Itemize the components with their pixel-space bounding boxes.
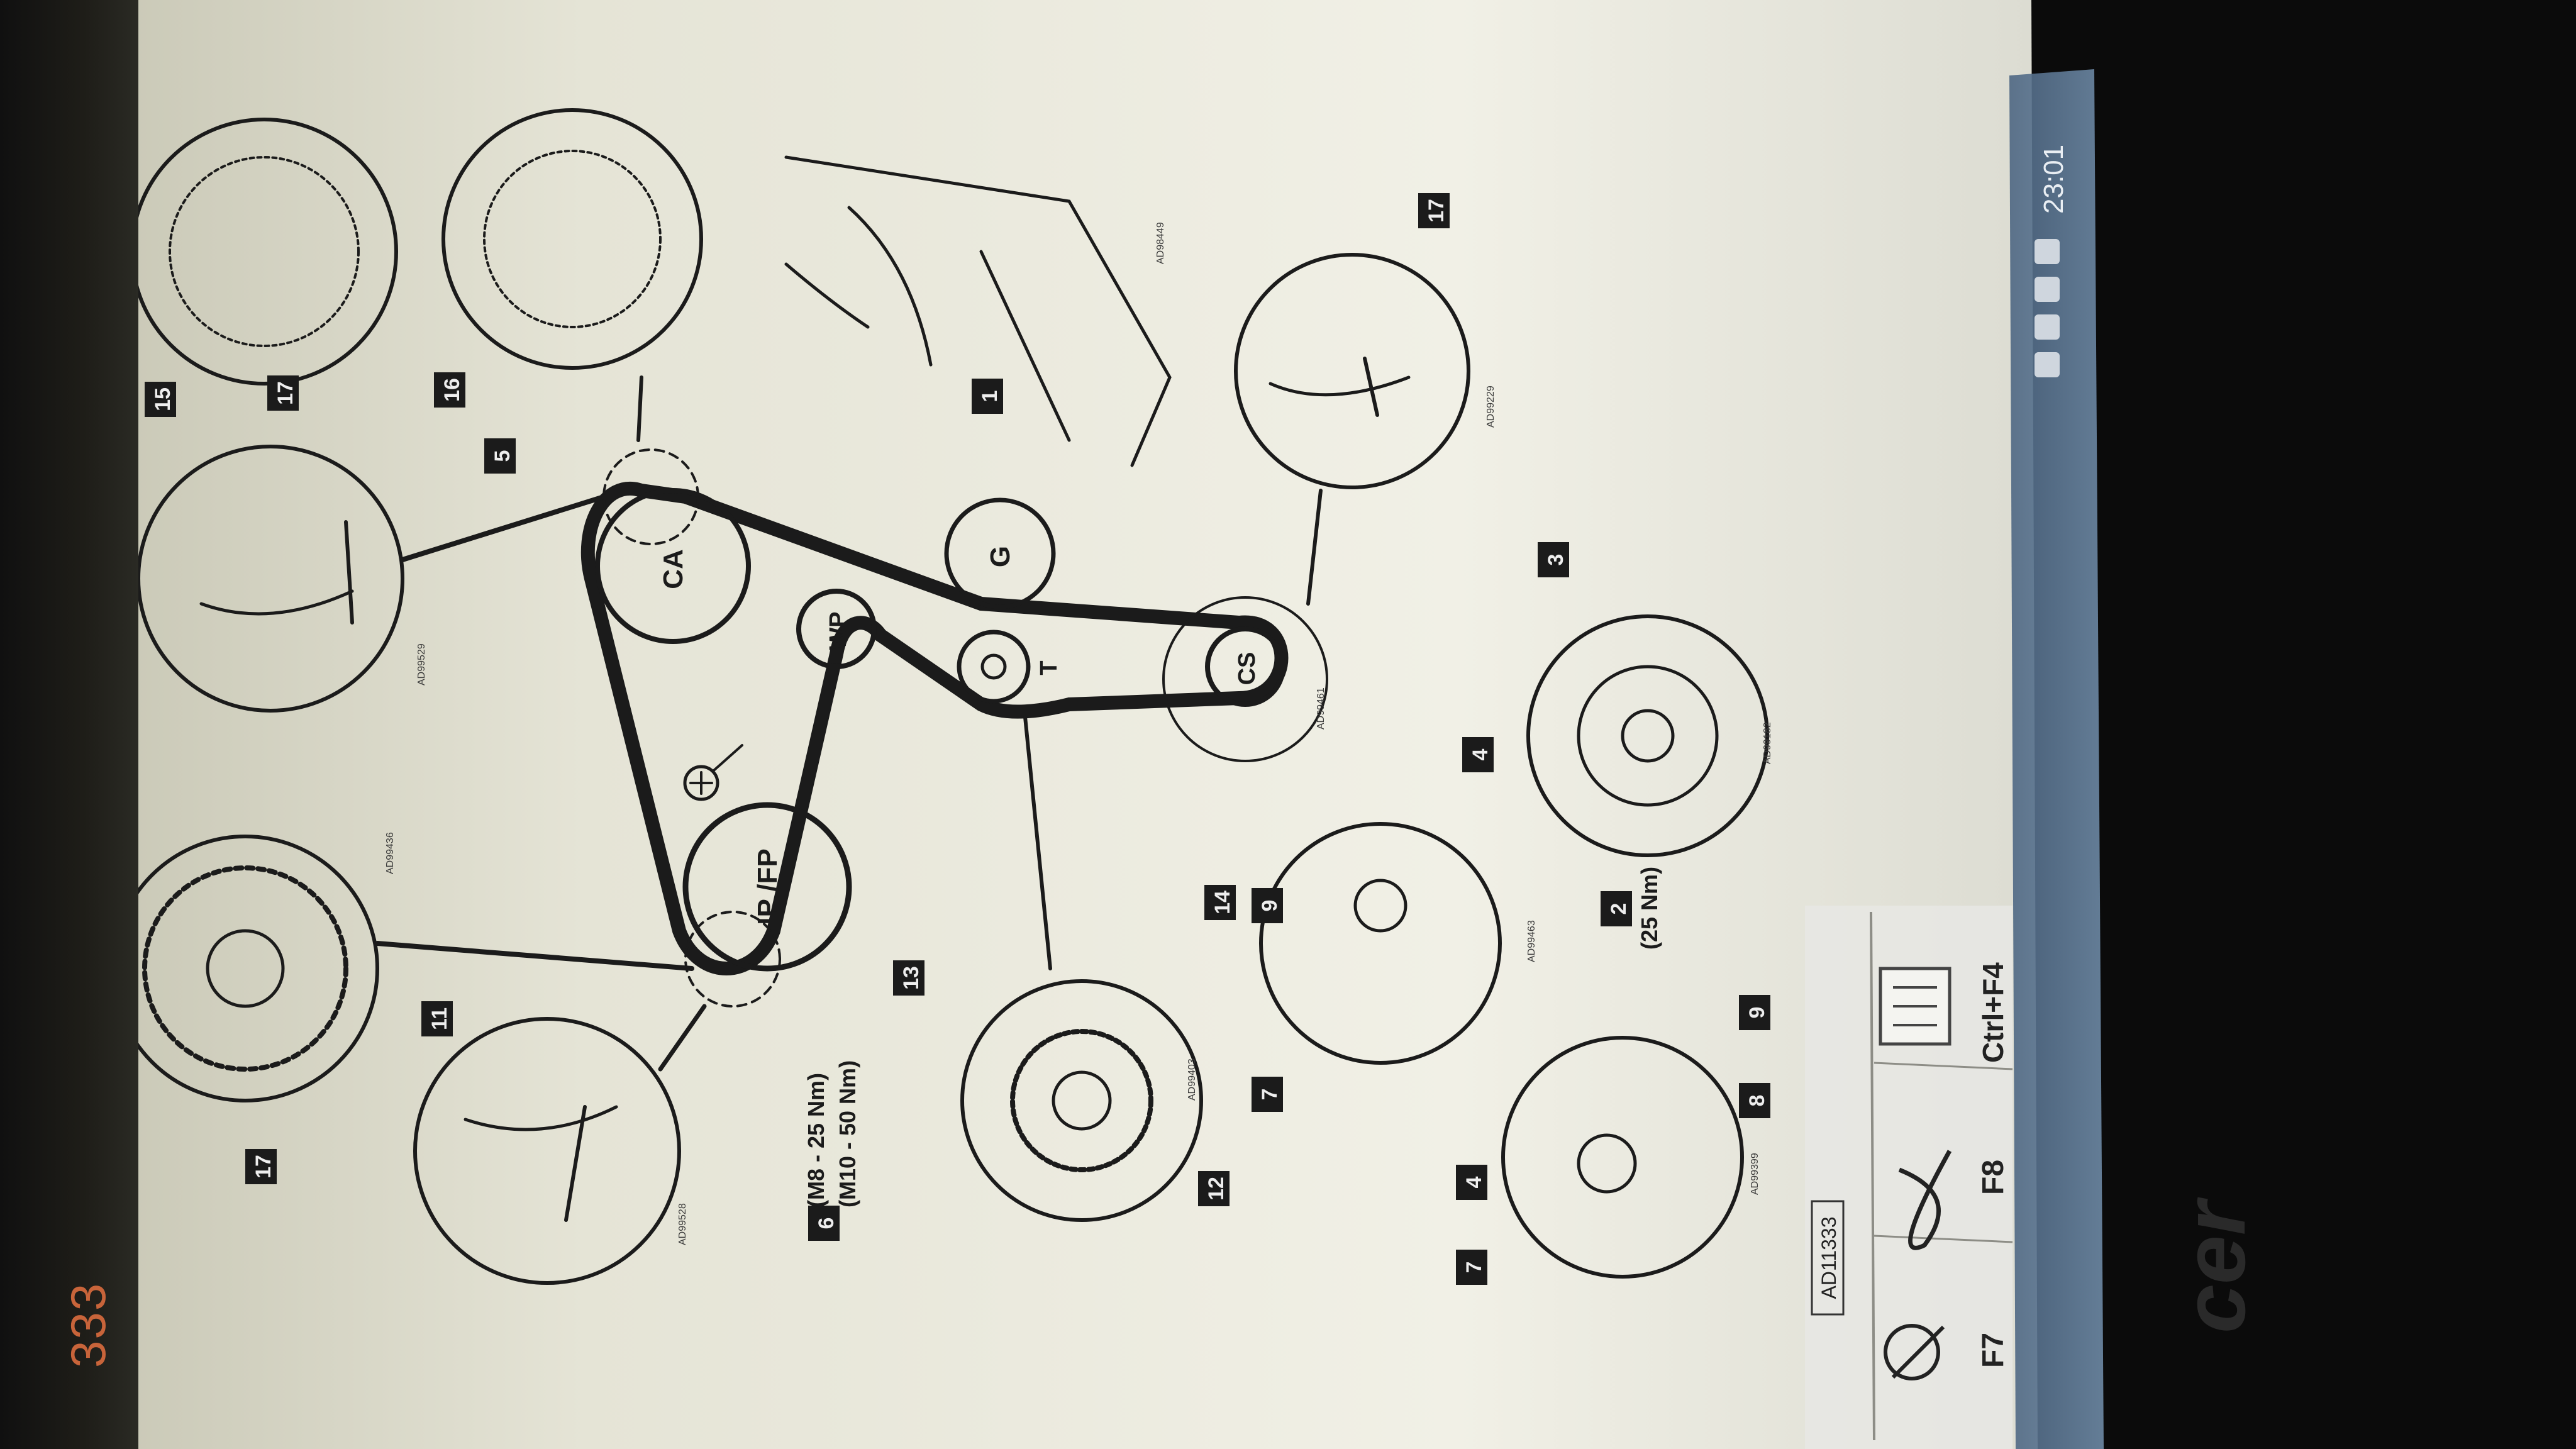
svg-text:1: 1: [978, 391, 1002, 402]
callout-box: 17: [267, 375, 299, 411]
svg-text:4: 4: [1468, 748, 1492, 760]
callout-box: 3: [1538, 542, 1569, 577]
svg-text:11: 11: [428, 1008, 452, 1030]
svg-text:7: 7: [1462, 1262, 1486, 1274]
svg-text:14: 14: [1211, 891, 1235, 914]
svg-text:AD99229: AD99229: [1485, 386, 1496, 428]
svg-text:4: 4: [1462, 1176, 1486, 1188]
svg-text:AD98449: AD98449: [1155, 222, 1166, 264]
page-number: 333: [60, 1282, 116, 1368]
svg-text:AD99461: AD99461: [1316, 687, 1326, 730]
pulley-label-cs: CS: [1234, 652, 1260, 686]
svg-text:6: 6: [814, 1218, 838, 1230]
callout-box: 1: [972, 379, 1003, 414]
svg-text:AD99182: AD99182: [1762, 722, 1773, 764]
svg-text:AD99529: AD99529: [416, 643, 427, 686]
callout-box: 5: [484, 438, 516, 474]
toolbar-button-f7[interactable]: F7: [1884, 1324, 2010, 1380]
engine-sketch: [784, 155, 1172, 467]
detail-damper-2-3: [1526, 614, 1769, 857]
svg-text:17: 17: [274, 381, 297, 405]
torque-m8: (M8 - 25 Nm): [803, 1073, 829, 1208]
timing-belt: [580, 482, 1289, 975]
torque-item2: (25 Nm): [1636, 867, 1662, 950]
svg-text:AD99528: AD99528: [677, 1203, 688, 1245]
pulley-label-t: T: [1036, 660, 1062, 675]
pulley-t: [957, 630, 1031, 704]
svg-text:3: 3: [1544, 554, 1568, 566]
pulley-ca: [595, 488, 751, 644]
callout-box: 8: [1739, 1083, 1770, 1118]
pulley-wp: [796, 589, 877, 669]
svg-text:16: 16: [440, 378, 464, 402]
detail-17-bottom: [413, 1017, 681, 1285]
callout-box: 17: [1418, 193, 1450, 228]
detail-4-7-8-9: [1501, 1036, 1744, 1279]
callout-box: 13: [893, 960, 924, 996]
figure-code: AD11333: [1811, 1200, 1845, 1316]
torque-m10: (M10 - 50 Nm): [835, 1060, 860, 1208]
pulley-g: [944, 497, 1056, 609]
pulley-cs: [1205, 626, 1285, 707]
tensioner-symbol: [683, 765, 719, 801]
taskbar: [2009, 69, 2104, 1449]
svg-text:AD99436: AD99436: [385, 832, 396, 874]
callout-box: 15: [145, 382, 176, 417]
svg-text:F7: F7: [1977, 1333, 2010, 1368]
callout-box: 16: [434, 372, 465, 408]
svg-text:17: 17: [1424, 199, 1448, 223]
svg-text:17: 17: [252, 1155, 275, 1179]
svg-text:5: 5: [491, 450, 514, 462]
svg-text:9: 9: [1745, 1007, 1769, 1019]
clock: 23:01: [2038, 145, 2069, 214]
callout-box: 7: [1456, 1250, 1487, 1285]
svg-text:AD99463: AD99463: [1526, 920, 1537, 962]
svg-text:F8: F8: [1977, 1160, 2010, 1195]
pulley-label-ip-fp: IP /FP: [752, 848, 783, 924]
callout-box: 9: [1252, 888, 1283, 923]
callout-box: 4: [1456, 1165, 1487, 1200]
detail-6-13-14: [960, 979, 1203, 1222]
pulley-label-g: G: [985, 546, 1016, 567]
detail-7-9-4: [1259, 822, 1502, 1065]
svg-text:2: 2: [1607, 903, 1631, 915]
system-tray: 23:01: [2035, 145, 2069, 377]
belt-route-icon: [1898, 1150, 1952, 1250]
vendor-logo: cer: [2165, 1201, 2263, 1333]
callout-box: 12: [1198, 1171, 1230, 1206]
pulley-label-wp: WP: [825, 611, 852, 650]
svg-text:8: 8: [1745, 1095, 1769, 1107]
callout-box: 2: [1601, 891, 1632, 926]
screen-area: [101, 0, 2038, 1449]
pulley-label-ca: CA: [658, 549, 689, 589]
monitor-bezel: [0, 0, 138, 1449]
svg-text:9: 9: [1258, 900, 1282, 912]
callout-box: 17: [245, 1149, 277, 1184]
svg-text:13: 13: [899, 966, 923, 990]
svg-text:AD99403: AD99403: [1187, 1058, 1197, 1101]
toolbar-button-ctrl-f4[interactable]: Ctrl+F4: [1879, 962, 2009, 1063]
svg-text:Ctrl+F4: Ctrl+F4: [1977, 962, 2009, 1063]
svg-text:7: 7: [1258, 1089, 1282, 1101]
detail-16: [441, 108, 703, 370]
svg-text:12: 12: [1204, 1177, 1228, 1201]
svg-text:AD99399: AD99399: [1750, 1153, 1760, 1195]
callout-box: 14: [1204, 885, 1236, 920]
magnifier-pen-icon: [1884, 1324, 1945, 1380]
svg-text:AD11333: AD11333: [1818, 1216, 1840, 1299]
svg-text:15: 15: [151, 387, 175, 411]
pulley-ip-fp: [682, 802, 852, 972]
detail-17-top: [136, 445, 404, 713]
toolbar-button-f8[interactable]: F8: [1898, 1150, 2010, 1250]
callout-box: 9: [1739, 995, 1770, 1030]
detail-crank-17: [1234, 253, 1470, 489]
callout-box: 4: [1462, 737, 1494, 772]
callout-box: 11: [421, 1001, 453, 1036]
callout-box: 7: [1252, 1077, 1283, 1112]
callout-box: 6: [808, 1206, 840, 1241]
